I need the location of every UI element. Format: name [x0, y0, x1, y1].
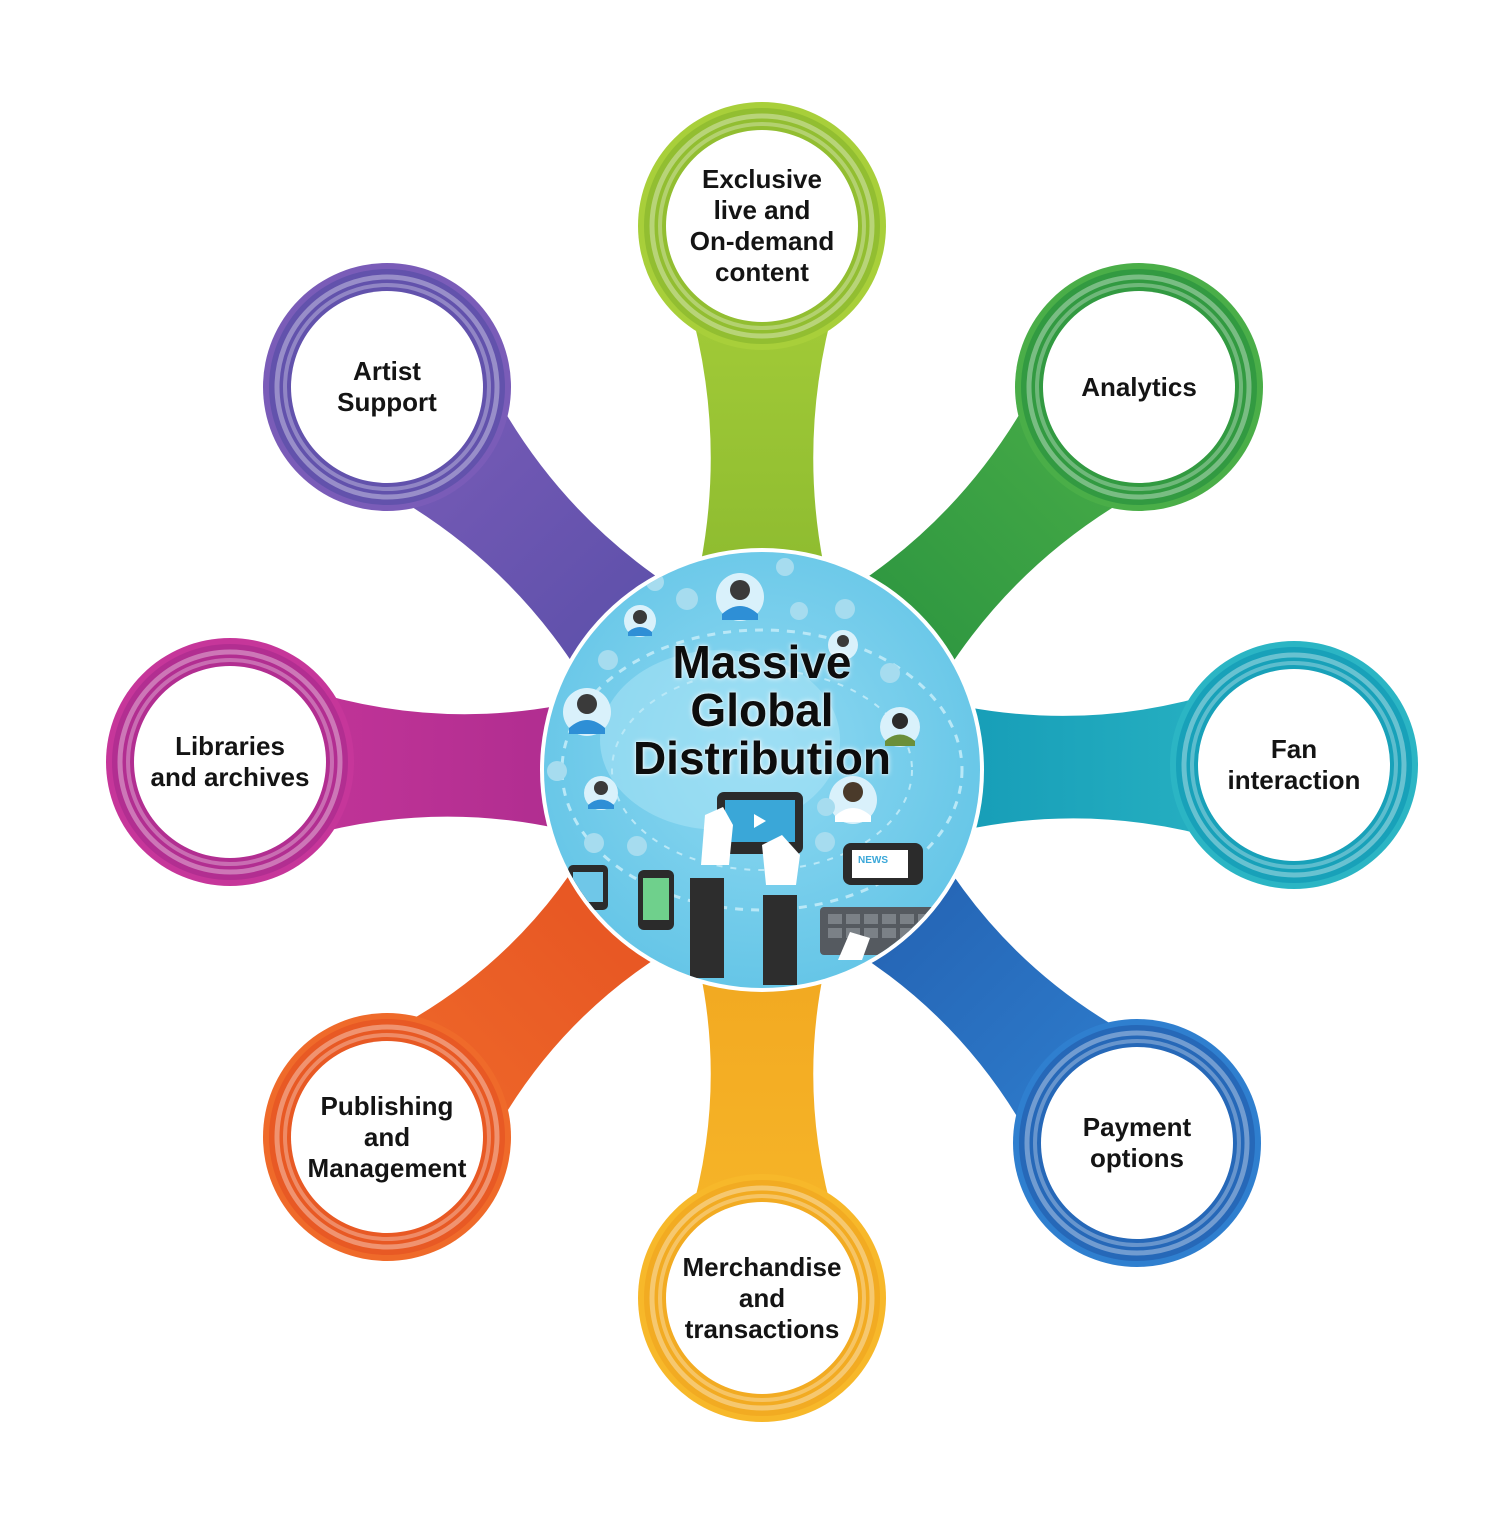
- center-artwork: NEWS: [547, 558, 964, 985]
- center-illustration: NEWS: [540, 548, 984, 992]
- node-ring-libraries[interactable]: [106, 638, 354, 886]
- ring-inner: [666, 1202, 858, 1394]
- ring-band: [1181, 652, 1407, 878]
- node-ring-artist-support[interactable]: [263, 263, 511, 511]
- ring-band: [117, 649, 343, 875]
- node-label-analytics[interactable]: Analytics: [1081, 371, 1197, 402]
- node-label-libraries[interactable]: Libraries and archives: [150, 731, 310, 792]
- avatar-icon: [584, 776, 618, 810]
- node-ring-exclusive-content[interactable]: [638, 102, 886, 350]
- phone-icon: [638, 870, 674, 930]
- ring-band: [283, 1033, 491, 1241]
- ring-band: [283, 283, 491, 491]
- avatar-icon: [563, 688, 611, 736]
- sleeve-right: [763, 895, 797, 985]
- avatar-icon: [624, 605, 656, 637]
- node-label-merchandise[interactable]: Merchandise and transactions: [682, 1251, 842, 1344]
- avatar-icon: [880, 707, 920, 747]
- ring-inner: [1198, 669, 1390, 861]
- ring-inner: [291, 1041, 483, 1233]
- ring-band: [1026, 274, 1252, 500]
- ring-band: [1190, 661, 1398, 869]
- arm-merchandise: [687, 920, 837, 1228]
- sleeve-left: [690, 878, 724, 978]
- avatar-icon: [828, 630, 858, 660]
- node-label-publishing[interactable]: Publishing and Management: [307, 1090, 467, 1183]
- hand-left-icon: [701, 807, 733, 865]
- node-rings: [106, 102, 1418, 1422]
- ring-band: [274, 274, 500, 500]
- ring-band: [1035, 283, 1243, 491]
- node-label-exclusive-content[interactable]: Exclusive live and On-demand content: [689, 164, 835, 287]
- node-label-payment-options[interactable]: Payment options: [1082, 1112, 1192, 1173]
- arm-fan-interaction: [911, 690, 1225, 844]
- news-badge: NEWS: [858, 855, 888, 866]
- ring-inner: [1041, 1047, 1233, 1239]
- social-bubbles: [547, 558, 900, 856]
- center-title: Massive Global Distribution: [632, 636, 892, 784]
- hand-right-icon: [762, 835, 800, 885]
- ring-inner: [666, 130, 858, 322]
- ring-band: [126, 658, 334, 866]
- node-ring-merchandise[interactable]: [638, 1174, 886, 1422]
- node-ring-payment-options[interactable]: [1013, 1019, 1261, 1267]
- ring-band: [649, 1185, 875, 1411]
- ring-band: [658, 1194, 866, 1402]
- orbit-ring: [560, 628, 964, 912]
- keyboard-hand-icon: [838, 932, 870, 960]
- node-label-artist-support[interactable]: Artist Support: [337, 356, 437, 417]
- ring-inner: [291, 291, 483, 483]
- node-ring-analytics[interactable]: [1015, 263, 1263, 511]
- ring-inner: [134, 666, 326, 858]
- ring-band: [274, 1024, 500, 1250]
- avatar-icon: [716, 573, 764, 621]
- news-phone-icon: NEWS: [843, 843, 923, 885]
- avatar-icon: [829, 776, 877, 824]
- ring-band: [1024, 1030, 1250, 1256]
- node-ring-publishing[interactable]: [263, 1013, 511, 1261]
- arm-libraries: [298, 688, 614, 843]
- ring-band: [1033, 1039, 1241, 1247]
- ring-band: [649, 113, 875, 339]
- orbit-ring-inner: [611, 669, 913, 871]
- node-ring-fan-interaction[interactable]: [1170, 641, 1418, 889]
- arm-exclusive-content: [687, 296, 837, 620]
- ring-band: [658, 122, 866, 330]
- node-label-fan-interaction[interactable]: Fan interaction: [1227, 734, 1361, 795]
- ring-inner: [1043, 291, 1235, 483]
- globe-shape: [600, 650, 840, 830]
